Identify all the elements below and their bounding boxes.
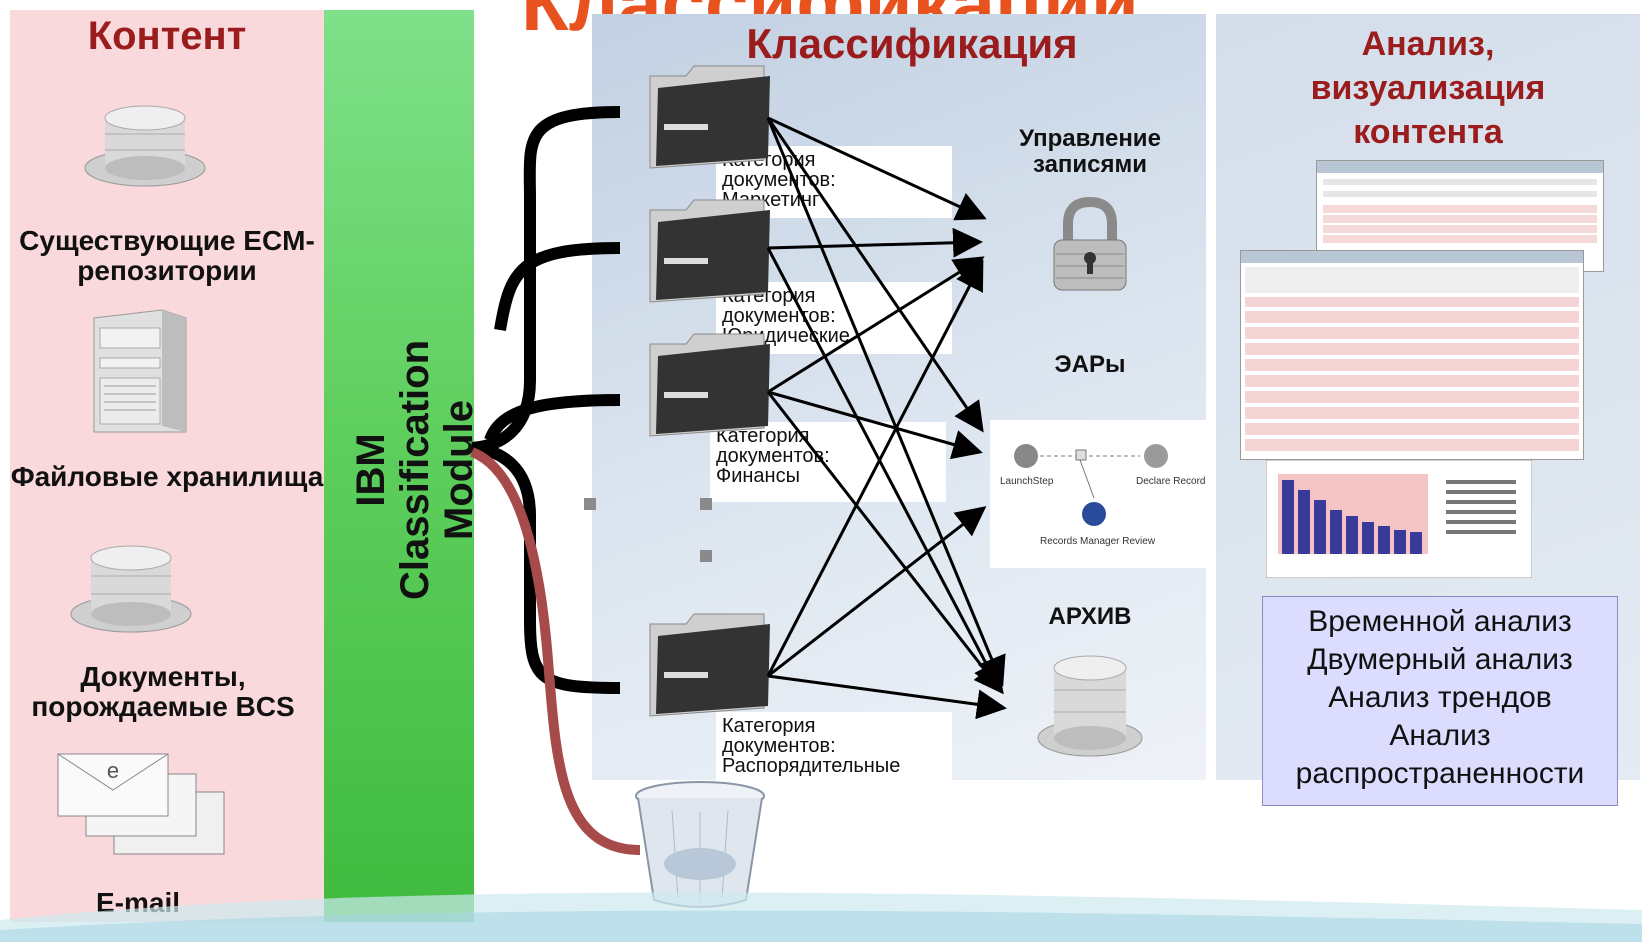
- analysis-types-box: Временной анализ Двумерный анализ Анализ…: [1262, 596, 1618, 806]
- bar-chart-thumbnail: [1266, 460, 1532, 578]
- source-ecm-label: Существующие ECM-репозитории: [19, 225, 315, 286]
- report-table-screenshot: [1240, 250, 1584, 460]
- lock-icon: [1053, 196, 1127, 291]
- workflow-step3: Records Manager Review: [1040, 536, 1156, 547]
- database-icon: [84, 105, 206, 187]
- eds-label: ЭАРы: [1054, 351, 1126, 378]
- folder-icon: [649, 199, 770, 303]
- svg-text:e: e: [107, 758, 119, 783]
- classification-arrows: [766, 116, 1007, 720]
- source-bcs-label: Документы, порождаемые BCS: [31, 661, 295, 722]
- curly-brace: [471, 106, 621, 694]
- content-heading: Контент: [87, 14, 247, 58]
- database-icon: [1037, 655, 1143, 757]
- source-file-storage-label: Файловые хранилища: [10, 461, 324, 492]
- trash-branch: [469, 447, 641, 855]
- folder-icon: [649, 65, 770, 169]
- server-icon: [93, 309, 187, 433]
- classification-module-bar: [324, 10, 474, 922]
- workflow-step1: LaunchStep: [1000, 476, 1054, 487]
- email-icon: e: [57, 753, 225, 855]
- archive-label: АРХИВ: [1048, 603, 1132, 630]
- database-icon: [70, 545, 192, 633]
- folder-icon: [649, 333, 770, 437]
- decorative-wave: [0, 892, 1642, 942]
- workflow-step2: Declare Record: [1136, 476, 1205, 487]
- workflow-diagram: LaunchStep Declare Record Records Manage…: [990, 420, 1206, 568]
- classification-heading: Классификация: [746, 20, 1078, 67]
- folder-icon: [649, 613, 770, 717]
